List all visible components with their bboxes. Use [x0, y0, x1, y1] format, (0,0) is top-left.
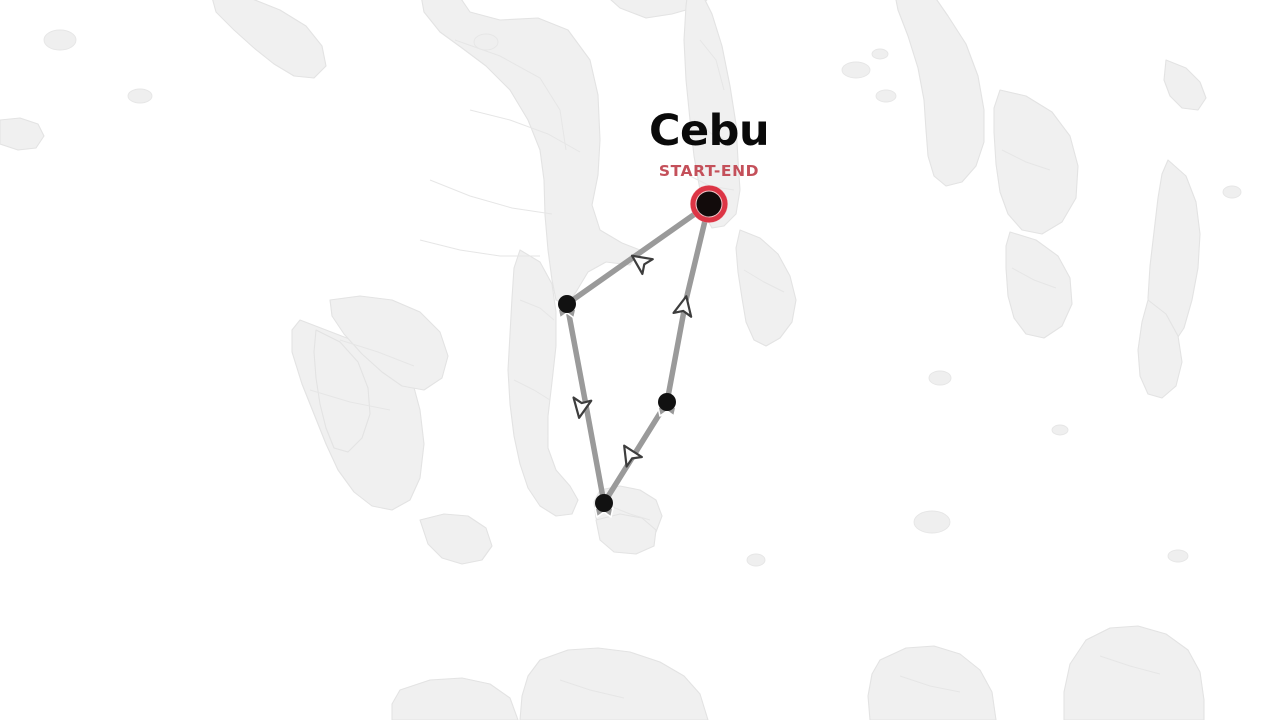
islet-group [43, 29, 1242, 567]
islet-4 [928, 370, 952, 386]
land-samar-south [1005, 231, 1073, 339]
start-marker-core[interactable] [696, 191, 722, 217]
admin-border-14 [513, 379, 551, 401]
land-far-east-strip-lower [1137, 299, 1183, 399]
land-samar [993, 89, 1079, 235]
land-east-south [1063, 625, 1205, 720]
admin-border-11 [1001, 149, 1051, 171]
land-negros [507, 249, 579, 517]
admin-border-3 [429, 179, 553, 215]
land-southwest [391, 677, 519, 720]
islet-11 [746, 553, 766, 567]
direction-arrow-southbound [572, 396, 593, 419]
islet-3 [871, 48, 889, 60]
stop-dot[interactable] [595, 494, 613, 512]
stop-dot[interactable] [658, 393, 676, 411]
islet-8 [127, 88, 153, 104]
islet-9 [473, 33, 499, 51]
land-northwest-large [421, 0, 641, 306]
land-south-isle-a [419, 513, 493, 565]
land-southeast-mindanao [867, 645, 997, 720]
landmass-group [0, 0, 1207, 720]
start-marker-ring [690, 185, 728, 223]
land-west-mid-isle [0, 117, 45, 151]
admin-boundary-group [309, 39, 1161, 699]
islet-10 [1167, 549, 1189, 563]
admin-border-10 [743, 269, 785, 293]
land-cebu-island [683, 0, 741, 229]
admin-border-7 [699, 39, 725, 91]
waypoint-marker-3[interactable] [657, 393, 677, 417]
islet-6 [1222, 185, 1242, 199]
route-segment-wp1-to-wp2[interactable] [564, 301, 607, 506]
waypoint-marker-1[interactable] [557, 295, 577, 319]
land-leyte [735, 229, 797, 347]
land-far-northeast-isle [1163, 59, 1207, 111]
admin-border-16 [559, 679, 625, 699]
admin-border-2 [469, 109, 581, 153]
land-mindoro [313, 329, 371, 453]
start-end-marker[interactable] [690, 185, 728, 223]
islet-12 [1051, 424, 1069, 436]
direction-arrow-northeastbound [623, 444, 643, 468]
admin-border-8 [693, 119, 733, 143]
admin-border-12 [1011, 267, 1057, 289]
direction-arrow-northbound [672, 295, 693, 318]
waypoint-marker-2[interactable] [594, 494, 614, 518]
land-south-central [519, 647, 709, 720]
land-north-central [610, 0, 708, 19]
land-east-large [895, 0, 985, 187]
admin-border-15 [609, 505, 651, 521]
route-segment-cebu-to-wp1[interactable] [564, 201, 712, 307]
admin-border-1 [454, 39, 567, 151]
marker-group[interactable] [557, 185, 728, 518]
direction-arrow-westbound [630, 254, 654, 276]
admin-border-18 [1099, 655, 1161, 675]
stop-dot[interactable] [558, 295, 576, 313]
route-direction-arrows [572, 254, 693, 468]
islet-5 [913, 510, 951, 534]
islet-2 [875, 89, 897, 103]
islet-7 [43, 29, 77, 51]
islet-1 [841, 61, 871, 79]
land-northwest-upper [212, 0, 327, 79]
admin-border-6 [309, 389, 391, 411]
admin-border-13 [519, 299, 555, 321]
admin-border-17 [899, 675, 961, 693]
land-south-isle-b [595, 513, 657, 555]
admin-border-5 [339, 339, 415, 367]
land-panay [329, 295, 449, 391]
admin-border-4 [419, 239, 540, 257]
